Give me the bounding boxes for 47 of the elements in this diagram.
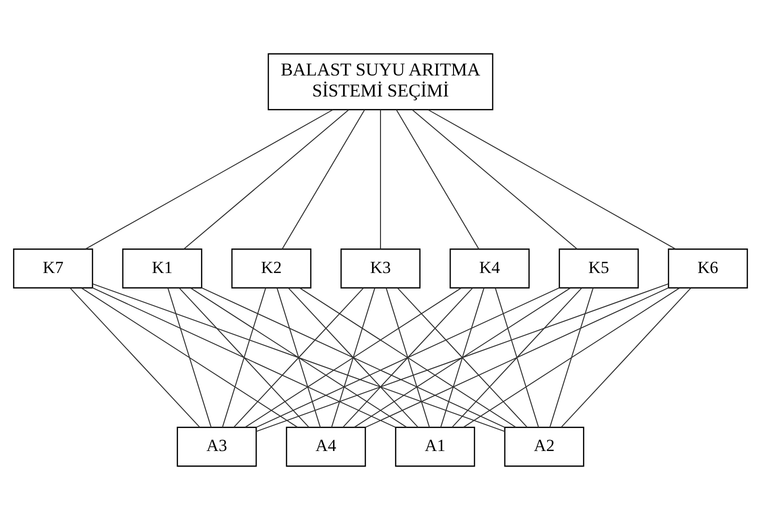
- connector: [92, 282, 506, 432]
- connector: [354, 287, 571, 428]
- connector: [92, 286, 396, 428]
- connector: [380, 108, 381, 249]
- connector: [201, 286, 505, 428]
- connector: [397, 287, 528, 428]
- node-box: BALAST SUYU ARITMA SİSTEMİ SEÇİMİ: [268, 52, 494, 110]
- connector: [167, 287, 212, 428]
- node-box: K4: [450, 248, 530, 288]
- connector: [288, 287, 419, 428]
- connector: [244, 287, 462, 428]
- connector: [452, 287, 582, 428]
- connector: [440, 287, 484, 428]
- connector: [342, 287, 473, 428]
- node-box: K2: [231, 248, 312, 288]
- connector: [365, 286, 669, 428]
- connector: [81, 287, 298, 428]
- node-box: K3: [340, 248, 421, 288]
- connector: [184, 108, 350, 249]
- node-box: K6: [668, 248, 748, 288]
- connector: [233, 287, 364, 428]
- connector: [386, 287, 430, 428]
- connector: [178, 287, 310, 428]
- connector: [412, 108, 578, 249]
- connector: [560, 287, 692, 428]
- node-box: K5: [558, 248, 639, 288]
- connector: [428, 108, 676, 249]
- connector: [190, 287, 408, 428]
- connector: [276, 287, 321, 428]
- connector: [282, 108, 366, 249]
- connector: [256, 282, 669, 432]
- node-box: K1: [122, 248, 202, 288]
- connector: [300, 287, 516, 428]
- node-box: A3: [176, 426, 257, 466]
- connector: [549, 287, 594, 428]
- connector: [256, 286, 560, 428]
- node-box: A4: [286, 426, 366, 466]
- connector: [222, 287, 266, 428]
- node-box: K7: [13, 248, 94, 288]
- node-box: A1: [395, 426, 476, 466]
- connector: [494, 287, 540, 428]
- connector: [396, 108, 480, 249]
- connector: [331, 287, 376, 428]
- connector: [70, 287, 200, 428]
- connector: [462, 287, 680, 428]
- node-box: A2: [504, 426, 584, 466]
- connector: [85, 108, 334, 249]
